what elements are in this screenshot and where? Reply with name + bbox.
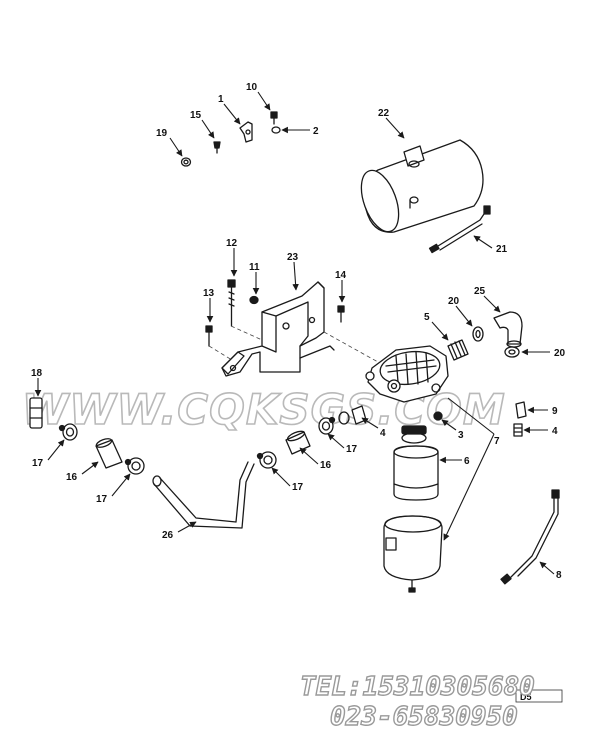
- part-elbow-25: [493, 311, 523, 348]
- callout-22: 22: [378, 108, 390, 119]
- part-hose-16a: [95, 438, 123, 469]
- callout-7: 7: [494, 436, 500, 447]
- part-clamp-17d: [318, 416, 336, 435]
- part-fitting-4b: [513, 423, 523, 437]
- contact-phone: 023-65830950: [329, 701, 518, 732]
- callout-15: 15: [190, 110, 202, 121]
- part-washer-2: [271, 126, 281, 134]
- callout-4b: 4: [552, 426, 558, 437]
- part-filter-6: [393, 425, 439, 501]
- callout-12: 12: [226, 238, 238, 249]
- part-fitting-5: [447, 339, 469, 361]
- callout-17c: 17: [292, 482, 304, 493]
- callout-20a: 20: [448, 296, 460, 307]
- callout-20b: 20: [554, 348, 566, 359]
- leader-lines: [34, 91, 555, 575]
- part-screw-13: [205, 325, 213, 347]
- part-bracket-23: [221, 281, 335, 377]
- part-clamp-17a: [58, 423, 78, 441]
- callout-5: 5: [424, 312, 430, 323]
- part-washer-20a: [472, 326, 484, 342]
- reference-tag-text: D5: [520, 692, 532, 702]
- callout-23: 23: [287, 252, 299, 263]
- callout-17d: 17: [346, 444, 358, 455]
- part-nut-19: [180, 157, 192, 167]
- part-nut-11: [249, 295, 259, 305]
- callout-14: 14: [335, 270, 347, 281]
- callout-18: 18: [31, 368, 43, 379]
- callout-11: 11: [249, 262, 260, 273]
- part-screw-14: [337, 305, 345, 323]
- callout-6: 6: [464, 456, 470, 467]
- part-clamp-17c: [256, 451, 277, 469]
- callout-1: 1: [218, 94, 224, 105]
- callout-25: 25: [474, 286, 486, 297]
- callout-3: 3: [458, 430, 464, 441]
- part-tube-8: [500, 489, 560, 585]
- callout-17b: 17: [96, 494, 108, 505]
- part-hose-21: [428, 205, 491, 254]
- callout-26: 26: [162, 530, 174, 541]
- callout-10: 10: [246, 82, 258, 93]
- part-connector-18: [29, 397, 43, 429]
- contact-tel: TEL:15310305680: [299, 671, 535, 702]
- part-clamp-17b: [124, 457, 145, 475]
- callout-16a: 16: [66, 472, 78, 483]
- callout-13: 13: [203, 288, 215, 299]
- part-fitting-9: [515, 401, 527, 419]
- guide-lines: [208, 325, 379, 363]
- part-filter-head: [365, 345, 449, 403]
- reference-tag: D5: [515, 689, 563, 703]
- part-bracket-clip: [239, 121, 253, 143]
- part-tank-22: [360, 139, 484, 233]
- callout-17a: 17: [32, 458, 44, 469]
- callout-labels: 1 2 10 15 19 22 21 12 11 23 14 13 20 25 …: [31, 82, 566, 581]
- part-screw-15: [213, 141, 221, 154]
- part-nut-3: [433, 411, 443, 421]
- part-screw-12: [227, 279, 236, 327]
- callout-9: 9: [552, 406, 558, 417]
- part-washer-20b: [504, 346, 520, 358]
- callout-4a: 4: [380, 428, 386, 439]
- callout-19: 19: [156, 128, 168, 139]
- callout-8: 8: [556, 570, 562, 581]
- part-screw-10: [270, 111, 278, 125]
- callout-16b: 16: [320, 460, 332, 471]
- part-bowl-7: [383, 515, 443, 593]
- callout-2: 2: [313, 126, 319, 137]
- part-hose-26: [152, 461, 255, 529]
- callout-21: 21: [496, 244, 508, 255]
